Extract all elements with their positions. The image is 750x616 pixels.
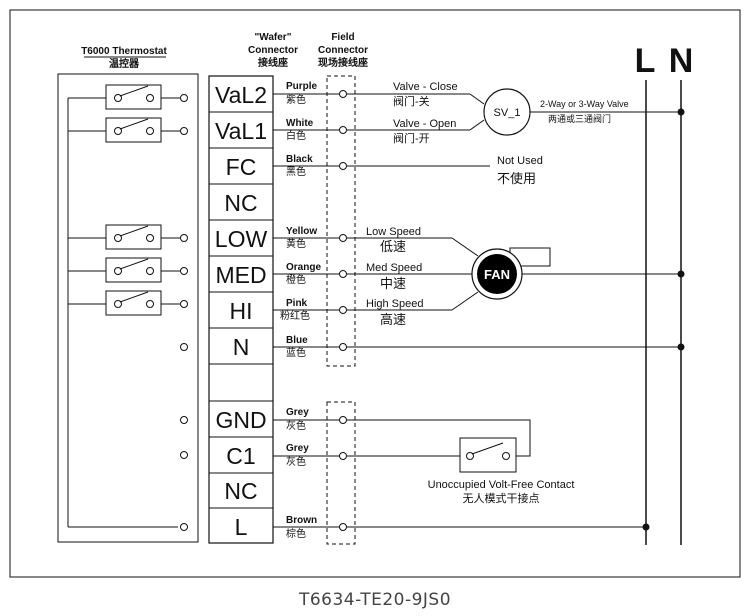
field-header-line3: 现场接线座 [318, 56, 368, 69]
high-speed-label: High Speed [366, 298, 424, 310]
terminal-low: LOW [215, 226, 268, 252]
unoccupied-contact-label-cn: 无人模式干接点 [463, 492, 540, 505]
model-number: T6634-TE20-9JS0 [298, 590, 452, 610]
fc-not-used-label: Not Used [497, 155, 543, 167]
svg-text:灰色: 灰色 [286, 455, 306, 468]
svg-text:黑色: 黑色 [286, 165, 306, 178]
relay-low [68, 224, 188, 250]
thermostat-box [57, 73, 199, 543]
terminal-val1: VaL1 [215, 118, 267, 144]
unoccupied-contact-label: Unoccupied Volt-Free Contact [428, 479, 575, 491]
med-speed-label-cn: 中速 [380, 276, 406, 291]
svg-text:Black: Black [286, 154, 313, 165]
valve-open-label: Valve - Open [393, 118, 456, 130]
svg-text:Pink: Pink [286, 298, 308, 309]
svg-text:紫色: 紫色 [286, 93, 306, 106]
svg-text:Grey: Grey [286, 407, 309, 418]
terminal-gnd: GND [215, 407, 266, 433]
svg-text:灰色: 灰色 [286, 419, 306, 432]
wafer-header-line3: 接线座 [258, 56, 288, 69]
svg-text:蓝色: 蓝色 [286, 346, 306, 359]
terminal-c1: C1 [226, 443, 255, 469]
thermostat-header-cn: 温控器 [109, 57, 140, 70]
valve-symbol-label: SV_1 [494, 107, 521, 119]
neutral-rail-label: N [669, 42, 694, 80]
valve-close-label-cn: 阀门-关 [393, 94, 430, 108]
terminal-fc: FC [226, 154, 257, 180]
wafer-to-field-wires [273, 93, 340, 528]
fc-not-used-label-cn: 不使用 [497, 171, 536, 186]
svg-text:白色: 白色 [286, 129, 306, 142]
valve-type-label: 2-Way or 3-Way Valve [540, 99, 629, 109]
svg-text:黄色: 黄色 [286, 237, 306, 250]
valve-wiring [347, 93, 681, 131]
thermostat-point-c1 [180, 451, 188, 459]
wafer-header-line2: Connector [248, 45, 298, 56]
fan-wiring [347, 237, 681, 311]
thermostat-point-n [180, 343, 188, 351]
wire-label-val2: Purple 紫色 [286, 81, 318, 106]
field-header-line1: Field [331, 32, 354, 43]
diagram-frame [9, 9, 741, 578]
wire-label-hi: Pink 粉红色 [280, 298, 310, 322]
junction-dots [642, 108, 685, 531]
wire-label-gnd: Grey 灰色 [286, 407, 309, 432]
low-speed-label: Low Speed [366, 226, 421, 238]
terminal-hi: HI [230, 298, 253, 324]
field-terminals [339, 90, 347, 531]
relay-med [68, 257, 188, 283]
valve-close-label: Valve - Close [393, 81, 458, 93]
wire-label-l: Brown 棕色 [286, 515, 317, 540]
fan-icon [477, 254, 517, 294]
thermostat-header: T6000 Thermostat 温控器 [81, 46, 167, 70]
svg-text:Orange: Orange [286, 262, 321, 273]
field-connector-lower [326, 401, 356, 545]
terminal-nc-bottom: NC [224, 478, 257, 504]
fan-label: FAN [484, 267, 510, 282]
valve-symbol [483, 88, 531, 136]
terminal-med: MED [215, 262, 266, 288]
field-connector-upper [326, 75, 356, 367]
thermostat-point-l [180, 523, 188, 531]
line-rail-label: L [635, 42, 656, 80]
svg-text:Grey: Grey [286, 443, 309, 454]
valve-open-label-cn: 阀门-开 [393, 131, 430, 145]
svg-text:Blue: Blue [286, 335, 308, 346]
thermostat-header-en: T6000 Thermostat [81, 46, 167, 57]
wafer-header-line1: "Wafer" [255, 32, 292, 43]
svg-text:粉红色: 粉红色 [280, 309, 310, 322]
relay-val1 [68, 117, 188, 143]
svg-text:Yellow: Yellow [286, 226, 317, 237]
wire-label-val1: White 白色 [286, 118, 314, 142]
med-speed-label: Med Speed [366, 262, 422, 274]
wire-label-low: Yellow 黄色 [286, 226, 317, 250]
wafer-connector [208, 75, 274, 544]
terminal-nc-top: NC [224, 190, 257, 216]
wafer-header: "Wafer" Connector 接线座 [248, 32, 298, 69]
valve-type-label-cn: 两通或三通阀门 [548, 113, 611, 124]
svg-text:White: White [286, 118, 314, 129]
svg-text:Brown: Brown [286, 515, 317, 526]
svg-text:Purple: Purple [286, 81, 318, 92]
svg-text:橙色: 橙色 [286, 273, 306, 286]
wire-label-med: Orange 橙色 [286, 262, 321, 286]
thermostat-point-gnd [180, 416, 188, 424]
relay-hi [68, 290, 188, 316]
wire-label-fc: Black 黑色 [286, 154, 313, 178]
wire-label-n: Blue 蓝色 [286, 335, 308, 359]
field-header: Field Connector 现场接线座 [318, 32, 368, 69]
unoccupied-contact-wiring [347, 419, 531, 473]
high-speed-label-cn: 高速 [380, 312, 406, 327]
relay-val2 [68, 84, 188, 110]
terminal-l: L [235, 514, 248, 540]
wire-label-c1: Grey 灰色 [286, 443, 309, 468]
svg-text:棕色: 棕色 [286, 527, 306, 540]
field-header-line2: Connector [318, 45, 368, 56]
terminal-val2: VaL2 [215, 82, 267, 108]
terminal-n: N [233, 334, 250, 360]
low-speed-label-cn: 低速 [380, 239, 406, 254]
